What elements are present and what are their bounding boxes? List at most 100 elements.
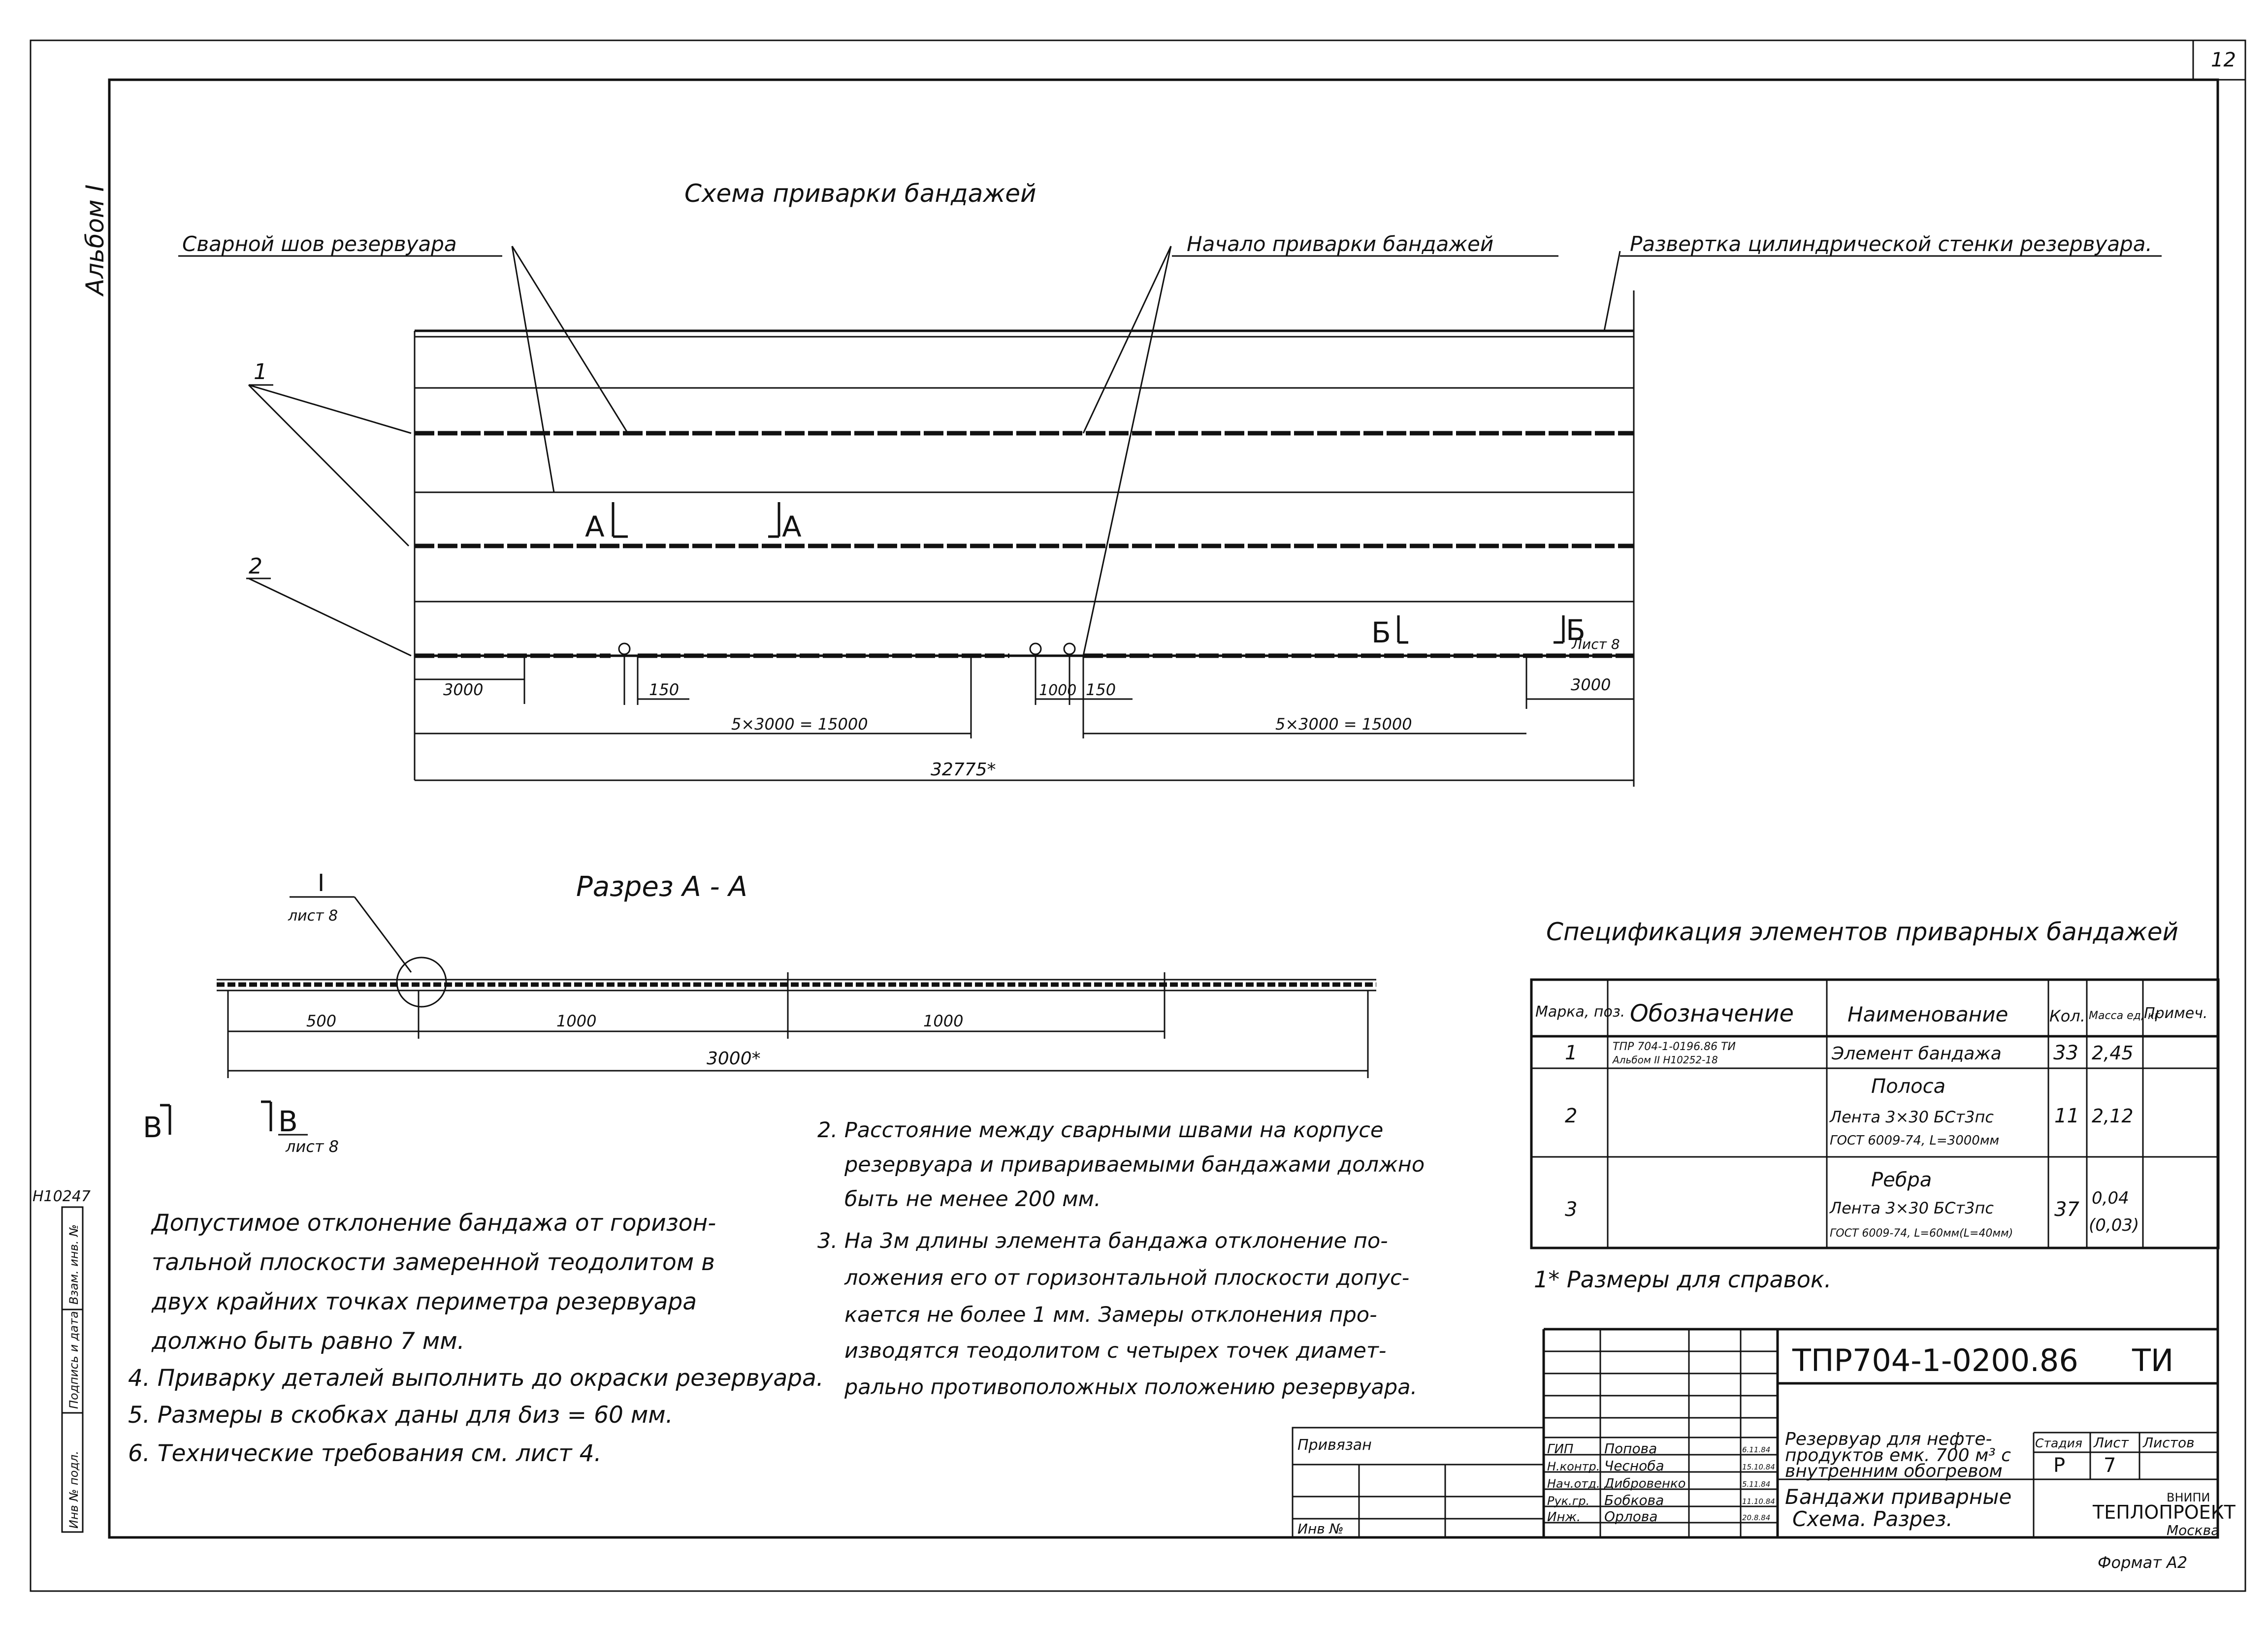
callout-num: I: [318, 869, 324, 897]
sheet-number-box: 12: [2192, 39, 2246, 81]
staff-list: ГИП Попова 6.11.84 Н.контр. Чесноба 15.1…: [1547, 1440, 1775, 1525]
spec-row-mass: (0,03): [2089, 1215, 2139, 1235]
org-line-1: ВНИПИ: [2167, 1491, 2210, 1504]
spec-row-name: ГОСТ 6009-74, L=60мм(L=40мм): [1830, 1227, 2013, 1240]
note-left-line: двух крайних точках периметра резервуара: [151, 1288, 697, 1315]
sheet-value: 7: [2104, 1454, 2116, 1477]
doc-type: ТИ: [2132, 1342, 2173, 1378]
note-left-line: 5. Размеры в скобках даны для δиз = 60 м…: [128, 1402, 673, 1429]
staff-role: Рук.гр.: [1547, 1494, 1589, 1508]
spec-header-code: Обозначение: [1630, 1000, 1794, 1027]
sheets-label: Листов: [2142, 1435, 2195, 1451]
spec-row-name: Полоса: [1871, 1075, 1945, 1098]
spec-row-mass: 2,45: [2092, 1042, 2134, 1064]
staff-date: 5.11.84: [1742, 1480, 1770, 1489]
note-mid-line: кается не более 1 мм. Замеры отклонения …: [844, 1303, 1377, 1327]
note-left-line: тальной плоскости замеренной теодолитом …: [152, 1249, 715, 1276]
linked-label: Привязан: [1297, 1436, 1372, 1454]
staff-date: 11.10.84: [1742, 1497, 1775, 1506]
staff-name: Дибровенко: [1604, 1476, 1686, 1491]
object-name: продуктов емк. 700 м³ с: [1785, 1445, 2011, 1466]
dim-15000-left: 5×3000 = 15000: [731, 715, 868, 734]
pos-2-label: 2: [249, 554, 262, 579]
section-a-right: A: [782, 510, 802, 543]
section-marks-scheme: [612, 502, 1565, 644]
note-mid-line: ложения его от горизонтальной плоскости …: [844, 1266, 1409, 1290]
spec-row-qty: 37: [2054, 1198, 2079, 1221]
spec-header-qty: Кол.: [2049, 1007, 2085, 1025]
callout-circle: [396, 957, 447, 1008]
note-left-line: Допустимое отклонение бандажа от горизон…: [151, 1210, 716, 1237]
view-b-sheet: лист 8: [285, 1137, 339, 1156]
drawing-name: Схема. Разрез.: [1792, 1507, 1953, 1531]
section-a-left: A: [585, 510, 605, 543]
stage-label: Стадия: [2035, 1436, 2082, 1450]
staff-date: 20.8.84: [1742, 1513, 1770, 1522]
dim-3000-right: 3000: [1571, 675, 1611, 694]
staff-role: Н.контр.: [1547, 1460, 1600, 1473]
note-mid-line: резервуара и привариваемыми бандажами до…: [844, 1152, 1425, 1177]
spec-row-qty: 33: [2053, 1042, 2078, 1064]
dim-150-left: 150: [649, 680, 679, 699]
dim-1000-b: 1000: [923, 1012, 963, 1030]
spec-title: Спецификация элементов приварных бандаже…: [1546, 918, 2178, 946]
section-title: Разрез А - А: [576, 871, 747, 903]
spec-row-name: Элемент бандажа: [1831, 1044, 2002, 1064]
spec-footnote: 1* Размеры для справок.: [1534, 1266, 1831, 1293]
spec-row: 2 Полоса Лента 3×30 БСт3пс ГОСТ 6009-74,…: [1565, 1075, 2134, 1148]
object-name: внутренним обогревом: [1785, 1461, 2003, 1481]
note-mid-line: изводятся теодолитом с четырех точек диа…: [844, 1339, 1386, 1363]
staff-name: Орлова: [1604, 1508, 1658, 1525]
dim-500: 500: [306, 1012, 336, 1030]
spec-header-note: Примеч.: [2144, 1005, 2207, 1022]
staff-name: Бобкова: [1604, 1492, 1664, 1508]
spec-header-mass: Масса ед, кг: [2089, 1010, 2160, 1022]
note-left-line: 4. Приварку деталей выполнить до окраски…: [128, 1365, 824, 1392]
spec-row-mass: 0,04: [2092, 1188, 2129, 1208]
note-mid-line: рально противоположных положению резерву…: [844, 1375, 1417, 1400]
notes-mid: 2. Расстояние между сварными швами на ко…: [817, 1118, 1425, 1400]
format-label: Формат А2: [2098, 1553, 2187, 1572]
spec-row-code: Альбом II Н10252-18: [1612, 1054, 1718, 1066]
staff-date: 6.11.84: [1742, 1445, 1770, 1454]
side-stamp: Взам. инв. № Подпись и дата Инв № подл.: [61, 1206, 84, 1533]
scheme-dimensions: [415, 656, 1634, 781]
spec-header-name: Наименование: [1847, 1002, 2008, 1026]
note-mid-line: быть не менее 200 мм.: [844, 1187, 1101, 1212]
outer-frame: [30, 39, 2246, 1592]
note-left-line: должно быть равно 7 мм.: [151, 1328, 465, 1355]
spec-row-name: ГОСТ 6009-74, L=3000мм: [1830, 1133, 1999, 1148]
org-line-3: Москва: [2167, 1522, 2219, 1538]
stage-value: Р: [2053, 1454, 2065, 1477]
dim-total: 32775*: [931, 760, 996, 780]
spec-row: 3 Ребра Лента 3×30 БСт3пс ГОСТ 6009-74, …: [1565, 1169, 2139, 1240]
spec-row: 1 ТПР 704-1-0196.86 ТИ Альбом II Н10252-…: [1565, 1041, 2134, 1066]
staff-role: Инж.: [1547, 1510, 1581, 1525]
notes-left: Допустимое отклонение бандажа от горизон…: [128, 1210, 824, 1467]
spec-row-code: ТПР 704-1-0196.86 ТИ: [1613, 1041, 1736, 1053]
label-start-weld: Начало приварки бандажей: [1187, 232, 1493, 256]
inner-frame: [108, 78, 2219, 1539]
sheet-label: Лист: [2093, 1435, 2129, 1451]
staff-role: Нач.отд.: [1547, 1477, 1600, 1491]
label-weld-seam: Сварной шов резервуара: [182, 232, 457, 256]
section-b-left: Б: [1371, 616, 1391, 649]
side-stamp-inv-replace: Взам. инв. №: [67, 1224, 81, 1305]
dim-150-right: 150: [1086, 680, 1116, 699]
spec-row-mass: 2,12: [2092, 1105, 2134, 1127]
note-left-line: 6. Технические требования см. лист 4.: [128, 1440, 601, 1467]
side-stamp-inv-orig: Инв № подл.: [67, 1451, 81, 1529]
staff-name: Попова: [1604, 1440, 1657, 1457]
leaders: [248, 246, 1621, 657]
spec-header: Марка, поз. Обозначение Наименование Кол…: [1535, 1000, 2207, 1027]
spec-row-pos: 3: [1565, 1198, 1577, 1221]
inv-number: H10247: [32, 1188, 91, 1205]
section-b-right: Б: [1566, 613, 1586, 647]
section-b-sheet: Лист 8: [1571, 636, 1620, 652]
title-block-grid: [1292, 1328, 2218, 1538]
drawing-name: Бандажи приварные: [1785, 1485, 2011, 1509]
org-line-2: ТЕПЛОПРОЕКТ: [2092, 1501, 2236, 1523]
sheet-number: 12: [2211, 49, 2236, 71]
bandage-section-profile: [217, 972, 1376, 999]
